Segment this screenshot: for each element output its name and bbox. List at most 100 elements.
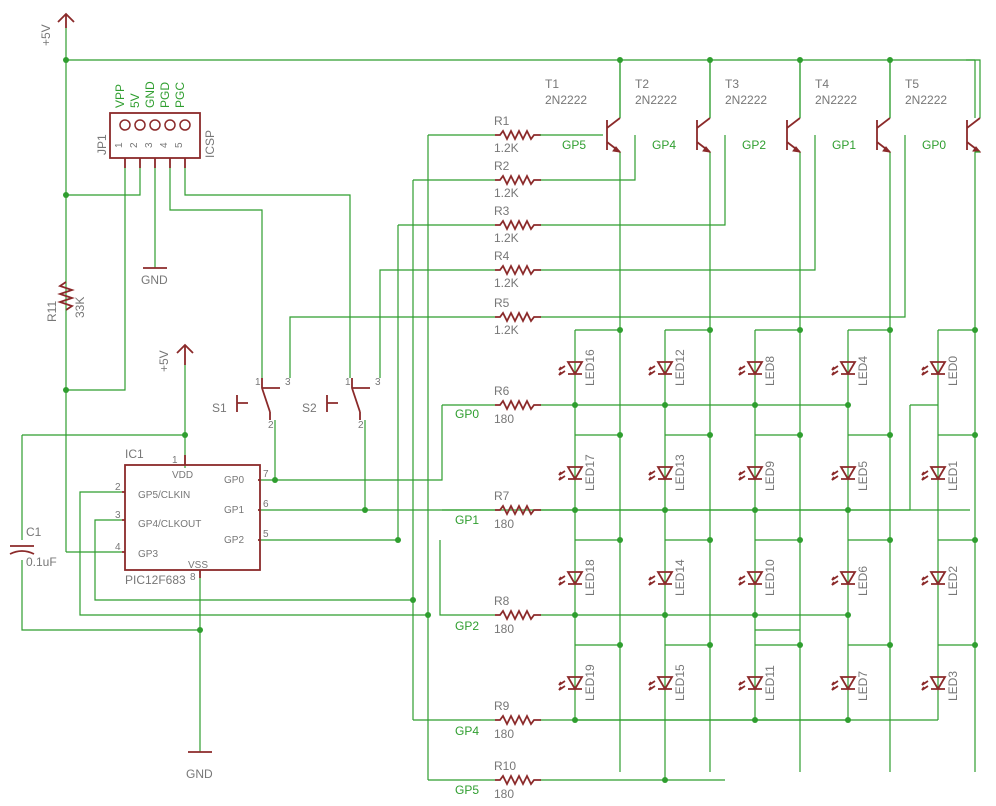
led-led17: LED17 <box>558 454 597 491</box>
gnd-main-symbol: GND <box>186 751 213 781</box>
led-label: LED10 <box>763 559 777 596</box>
svg-text:S1: S1 <box>212 401 227 415</box>
svg-text:7: 7 <box>263 469 269 480</box>
svg-text:GP5: GP5 <box>455 783 479 797</box>
svg-text:R1: R1 <box>494 114 510 128</box>
svg-text:GND: GND <box>143 81 157 108</box>
transistor-t5: T5 2N2222 GP0 <box>905 77 982 153</box>
vcc-ic-symbol: +5V <box>157 343 194 372</box>
led-led2: LED2 <box>921 566 960 596</box>
led-led18: LED18 <box>558 559 597 596</box>
svg-text:R6: R6 <box>494 384 510 398</box>
svg-text:R2: R2 <box>494 159 510 173</box>
svg-text:ICSP: ICSP <box>203 130 217 158</box>
svg-text:GP3: GP3 <box>138 549 158 560</box>
svg-text:T2: T2 <box>635 77 649 91</box>
svg-text:GP0: GP0 <box>922 138 946 152</box>
led-label: LED14 <box>673 559 687 596</box>
svg-text:5: 5 <box>174 142 185 148</box>
svg-text:JP1: JP1 <box>95 134 109 155</box>
svg-text:180: 180 <box>494 727 514 741</box>
led-label: LED2 <box>946 566 960 596</box>
svg-text:VDD: VDD <box>172 470 193 481</box>
svg-text:2: 2 <box>358 420 364 431</box>
svg-text:T3: T3 <box>725 77 739 91</box>
svg-text:C1: C1 <box>26 525 42 539</box>
svg-text:R8: R8 <box>494 594 510 608</box>
led-led7: LED7 <box>831 671 870 701</box>
led-led13: LED13 <box>648 454 687 491</box>
svg-text:2: 2 <box>115 482 121 493</box>
svg-text:8: 8 <box>190 572 196 583</box>
led-label: LED1 <box>946 461 960 491</box>
svg-text:GND: GND <box>141 273 168 287</box>
gnd-icsp-symbol: GND <box>141 267 168 287</box>
led-label: LED6 <box>856 566 870 596</box>
led-label: LED8 <box>763 356 777 386</box>
svg-text:GP1: GP1 <box>832 138 856 152</box>
led-led10: LED10 <box>738 559 777 596</box>
led-label: LED7 <box>856 671 870 701</box>
led-led14: LED14 <box>648 559 687 596</box>
led-led1: LED1 <box>921 461 960 491</box>
svg-text:33K: 33K <box>73 297 87 318</box>
led-label: LED15 <box>673 664 687 701</box>
svg-text:GP5/CLKIN: GP5/CLKIN <box>138 490 190 501</box>
junctions <box>63 57 978 783</box>
transistor-t4: T4 2N2222 GP1 <box>815 77 892 153</box>
led-label: LED18 <box>583 559 597 596</box>
svg-text:2N2222: 2N2222 <box>725 93 767 107</box>
led-label: LED5 <box>856 461 870 491</box>
svg-text:1.2K: 1.2K <box>494 323 519 337</box>
svg-text:1: 1 <box>255 377 261 388</box>
led-led9: LED9 <box>738 461 777 491</box>
svg-text:2N2222: 2N2222 <box>635 93 677 107</box>
led-label: LED16 <box>583 349 597 386</box>
svg-text:2N2222: 2N2222 <box>815 93 857 107</box>
svg-text:T4: T4 <box>815 77 829 91</box>
svg-text:R4: R4 <box>494 249 510 263</box>
row-resistors: R6 180 GP0 R7 180 GP1 R8 180 GP2 R9 180 … <box>455 384 541 801</box>
svg-text:180: 180 <box>494 622 514 636</box>
svg-text:6: 6 <box>263 499 269 510</box>
svg-text:GP2: GP2 <box>455 619 479 633</box>
svg-text:2N2222: 2N2222 <box>905 93 947 107</box>
led-led6: LED6 <box>831 566 870 596</box>
svg-text:4: 4 <box>159 142 170 148</box>
svg-text:+5V: +5V <box>157 350 171 372</box>
switch-s2: S2 1 2 3 <box>302 377 381 431</box>
svg-text:1.2K: 1.2K <box>494 231 519 245</box>
svg-text:R9: R9 <box>494 699 510 713</box>
resistor-r11: R11 33K <box>45 281 87 322</box>
led-led4: LED4 <box>831 356 870 386</box>
svg-text:3: 3 <box>285 377 291 388</box>
led-led16: LED16 <box>558 349 597 386</box>
svg-text:VSS: VSS <box>188 560 208 571</box>
led-label: LED9 <box>763 461 777 491</box>
led-led15: LED15 <box>648 664 687 701</box>
svg-text:+5V: +5V <box>39 24 53 46</box>
svg-text:T1: T1 <box>545 77 559 91</box>
svg-text:1.2K: 1.2K <box>494 276 519 290</box>
svg-text:PGC: PGC <box>173 82 187 108</box>
svg-text:1: 1 <box>114 142 125 148</box>
svg-text:GND: GND <box>186 767 213 781</box>
vcc-top-symbol: +5V <box>39 12 75 46</box>
svg-text:GP2: GP2 <box>224 535 244 546</box>
transistor-t3: T3 2N2222 GP2 <box>725 77 802 153</box>
led-led8: LED8 <box>738 356 777 386</box>
svg-text:3: 3 <box>115 510 121 521</box>
base-resistors: R1 1.2K R2 1.2K R3 1.2K R4 1.2K R5 1.2K <box>494 114 603 337</box>
led-label: LED12 <box>673 349 687 386</box>
switch-s1: S1 1 2 3 <box>212 377 291 431</box>
svg-text:IC1: IC1 <box>125 447 144 461</box>
svg-text:1.2K: 1.2K <box>494 141 519 155</box>
svg-text:3: 3 <box>375 377 381 388</box>
svg-text:4: 4 <box>115 542 121 553</box>
svg-text:GP0: GP0 <box>224 475 244 486</box>
svg-text:R10: R10 <box>494 759 516 773</box>
transistor-t2: T2 2N2222 GP4 <box>635 77 712 153</box>
led-label: LED17 <box>583 454 597 491</box>
